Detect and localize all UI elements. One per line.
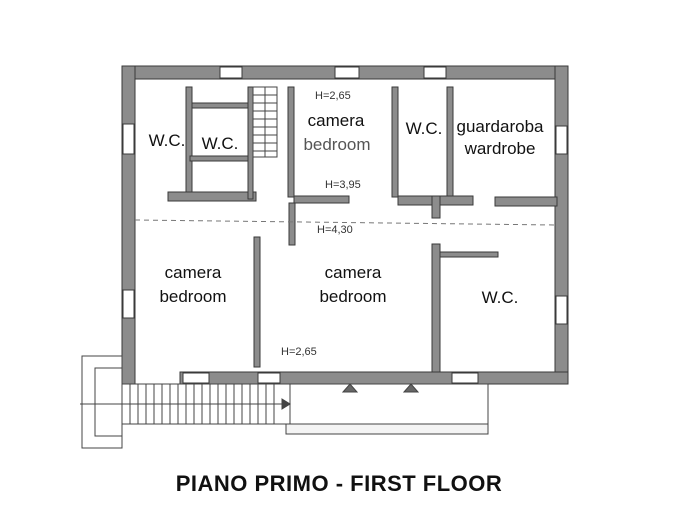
- bedroom-center-label: bedroom: [319, 287, 386, 306]
- ceiling-dashed-line: [134, 219, 556, 226]
- windows: [122, 66, 568, 384]
- wc-right-label: W.C.: [482, 288, 519, 307]
- height-bottom-label: H=2,65: [281, 346, 317, 358]
- interior-walls: [167, 86, 558, 373]
- height-top-label: H=2,65: [315, 90, 351, 102]
- bottom-wall: [179, 371, 569, 385]
- wc-center-label: W.C.: [202, 134, 239, 153]
- balcony: [285, 383, 489, 435]
- bedroom-left-label: bedroom: [159, 287, 226, 306]
- inner-stair: [252, 86, 278, 158]
- bedroom-top-label: bedroom: [303, 135, 370, 154]
- camera-left-label: camera: [165, 263, 222, 282]
- wc-top-right-label: W.C.: [406, 119, 443, 138]
- floor-title: PIANO PRIMO - FIRST FLOOR: [176, 471, 503, 496]
- camera-top-label: camera: [308, 111, 365, 130]
- guardaroba-label: guardaroba: [457, 117, 545, 136]
- camera-center-label: camera: [325, 263, 382, 282]
- left-wall: [121, 65, 136, 385]
- wc-left-label: W.C.: [149, 131, 186, 150]
- wardrobe-label: wardrobe: [464, 139, 536, 158]
- height-mid-label: H=4,30: [317, 224, 353, 236]
- height-hall-label: H=3,95: [325, 179, 361, 191]
- external-stair: [80, 355, 291, 449]
- right-wall: [554, 65, 569, 385]
